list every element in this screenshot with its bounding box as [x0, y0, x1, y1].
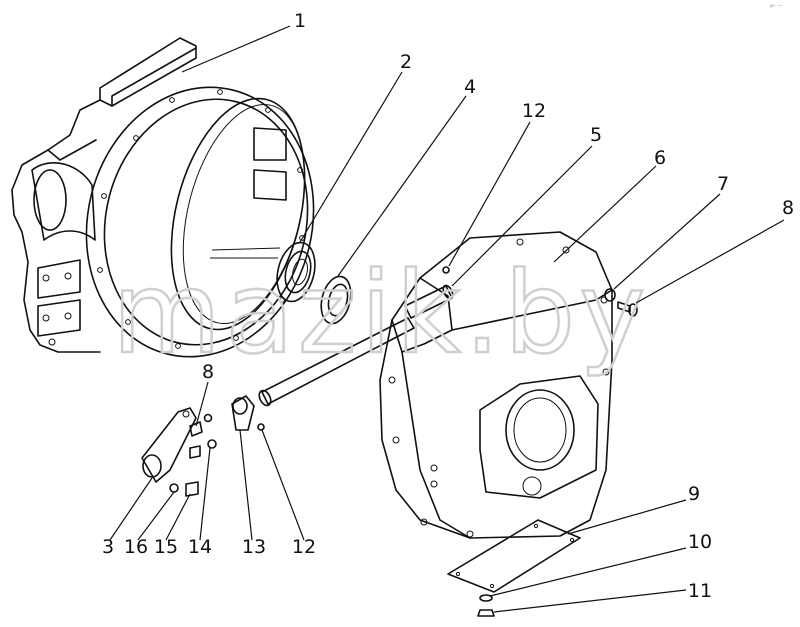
callout-16: 16	[124, 536, 148, 558]
callout-15: 15	[154, 536, 178, 558]
cover-plate-9	[447, 519, 581, 593]
bolt-15	[185, 481, 199, 497]
lever-3	[141, 407, 197, 483]
washer-14b	[207, 439, 217, 449]
callout-7: 7	[717, 173, 729, 195]
screw-12-top	[442, 266, 450, 274]
callout-3: 3	[102, 536, 114, 558]
washer-14a	[203, 413, 213, 423]
bolt-14	[189, 445, 201, 459]
corner-mark: д-- ----	[770, 3, 783, 8]
leader-lines	[109, 25, 785, 613]
callout-11: 11	[688, 580, 712, 602]
callout-4: 4	[464, 76, 476, 98]
screw-12-bottom	[257, 423, 265, 431]
watermark: mazik.by	[112, 249, 649, 379]
washer-16	[169, 483, 179, 493]
callout-8-left: 8	[202, 361, 214, 383]
washer-10	[479, 594, 493, 602]
callout-8-right: 8	[782, 197, 794, 219]
washer-7	[604, 288, 616, 302]
callout-9: 9	[688, 483, 700, 505]
flywheel-housing	[11, 37, 315, 358]
bolt-8-right	[617, 301, 638, 317]
callout-2: 2	[400, 51, 412, 73]
nut-11	[477, 609, 495, 617]
callout-12-bottom: 12	[292, 536, 316, 558]
callout-6: 6	[654, 147, 666, 169]
callout-12-top: 12	[522, 100, 546, 122]
oil-seal	[320, 275, 352, 325]
bearing	[276, 241, 316, 303]
housing-cover	[379, 231, 613, 539]
callout-10: 10	[688, 531, 712, 553]
callout-13: 13	[242, 536, 266, 558]
bracket-13	[231, 395, 255, 431]
callout-1: 1	[294, 10, 306, 32]
callout-14: 14	[188, 536, 212, 558]
callout-numbers: 1 2 4 12 5 6 7 8 8 3 16 15 14 13 12 9 10…	[102, 10, 794, 602]
callout-5: 5	[590, 124, 602, 146]
